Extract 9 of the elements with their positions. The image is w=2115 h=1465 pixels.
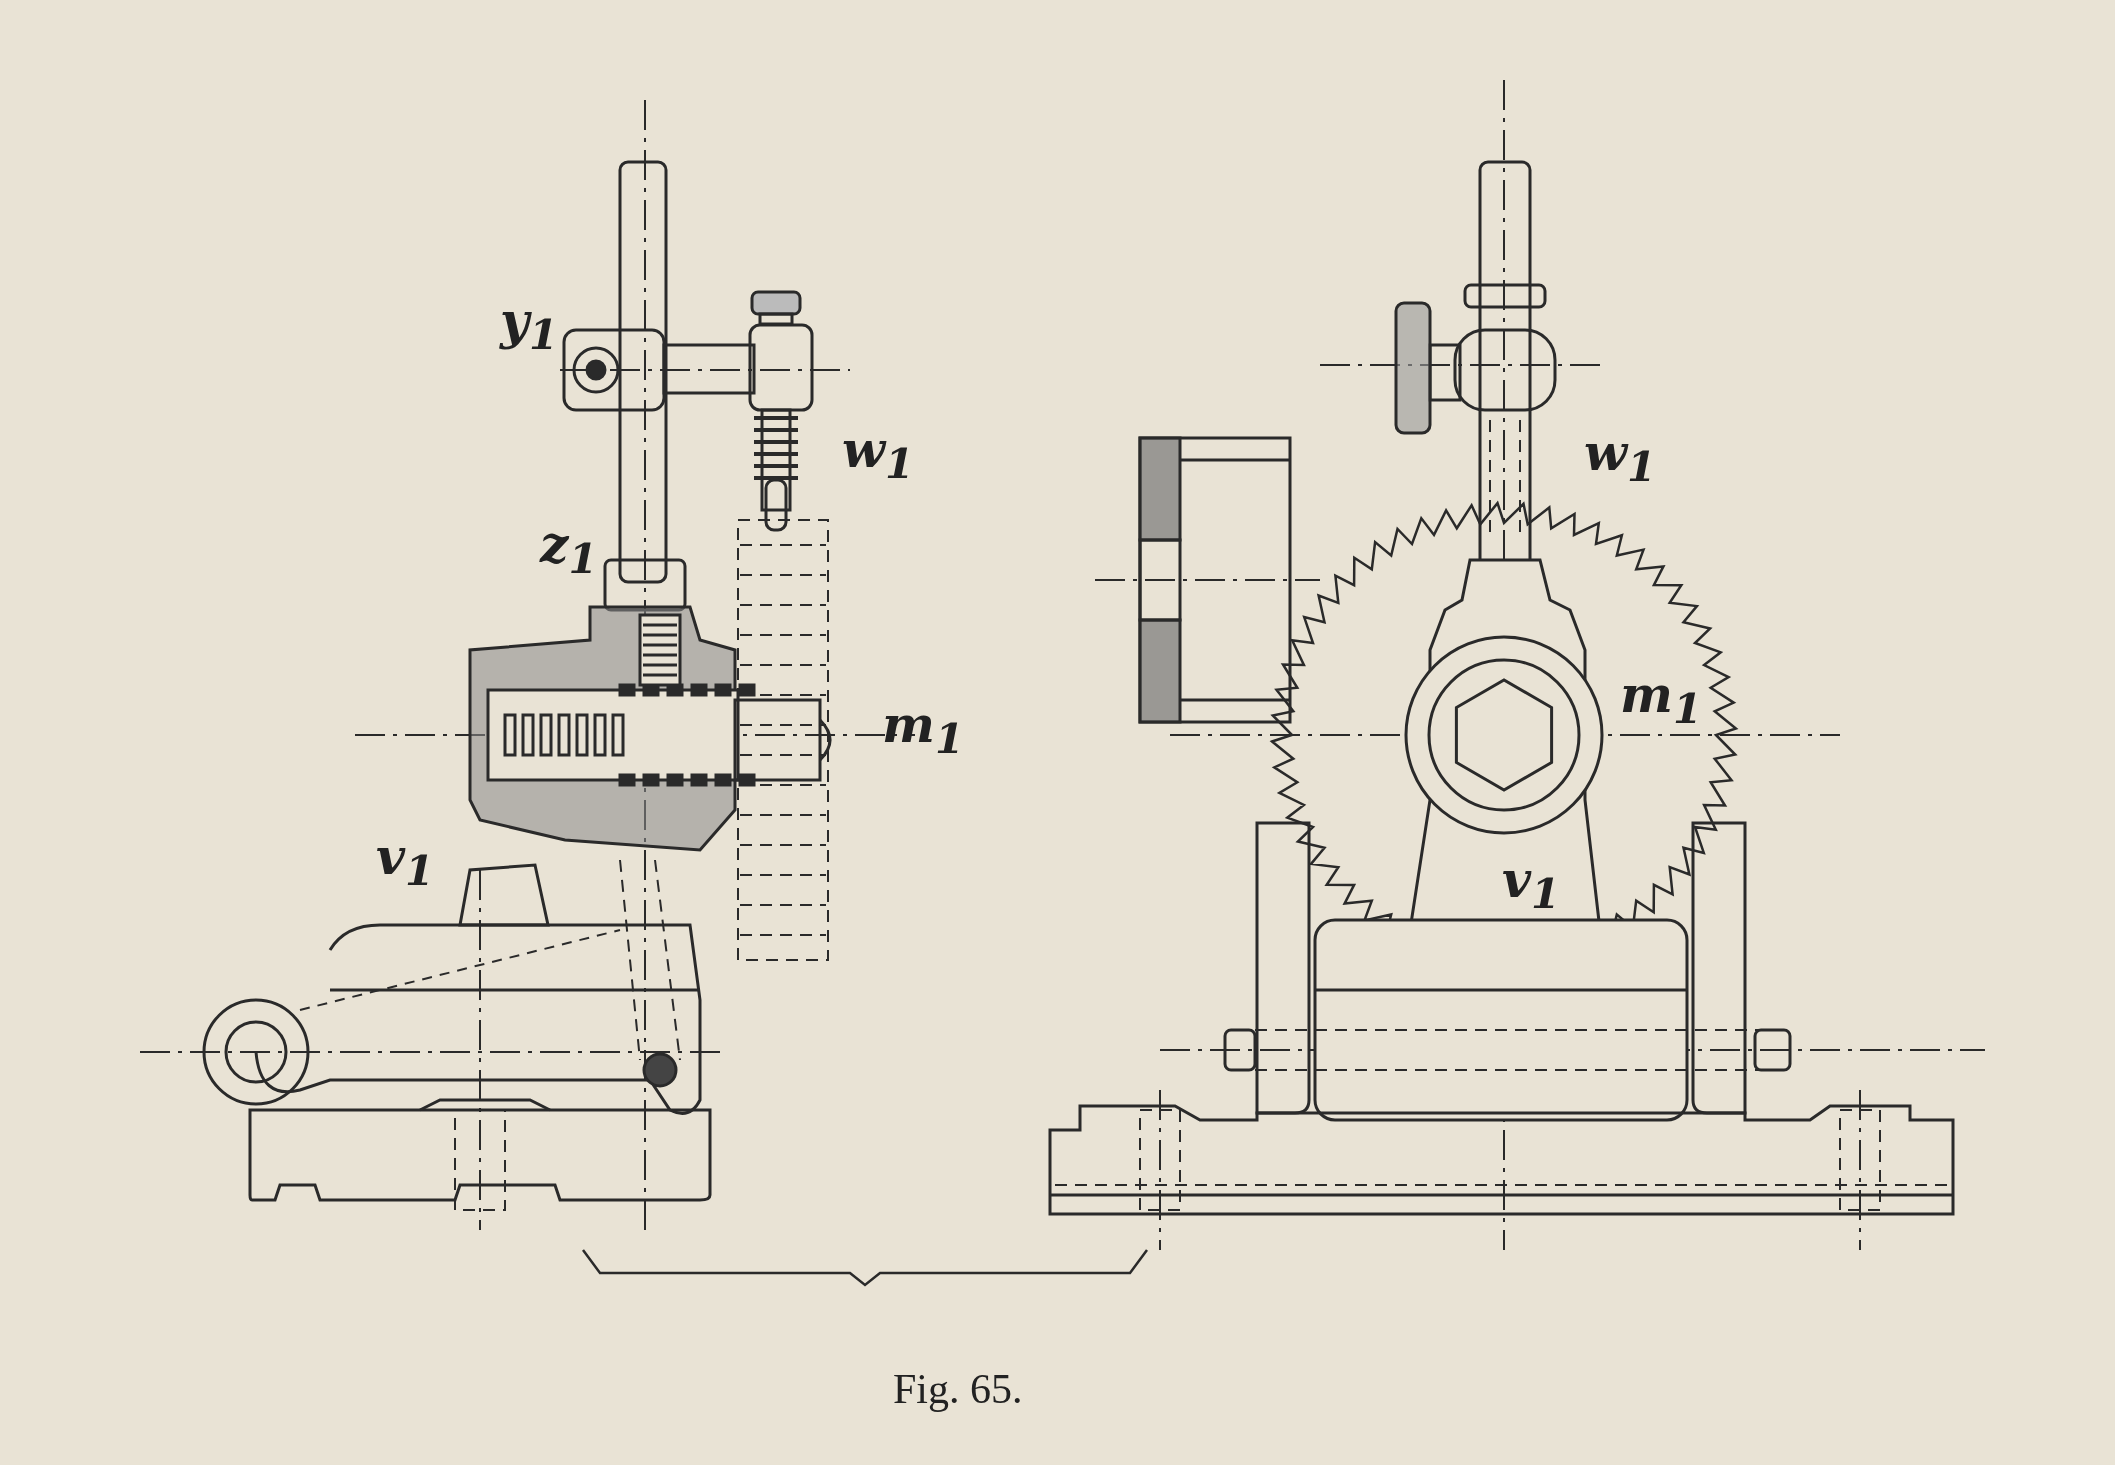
part-label: y$_{1}$ [500, 296, 559, 356]
part-label: w$_{1}$ [1584, 428, 1657, 488]
figure-caption: Fig. 65. [893, 1365, 1023, 1413]
part-label: v$_{1}$ [1502, 855, 1561, 915]
part-label: w$_{1}$ [842, 425, 915, 485]
part-label: v$_{1}$ [376, 832, 435, 892]
part-label: z$_{1}$ [540, 520, 598, 580]
part-label: m$_{1}$ [1620, 670, 1702, 730]
part-label: m$_{1}$ [882, 700, 964, 760]
